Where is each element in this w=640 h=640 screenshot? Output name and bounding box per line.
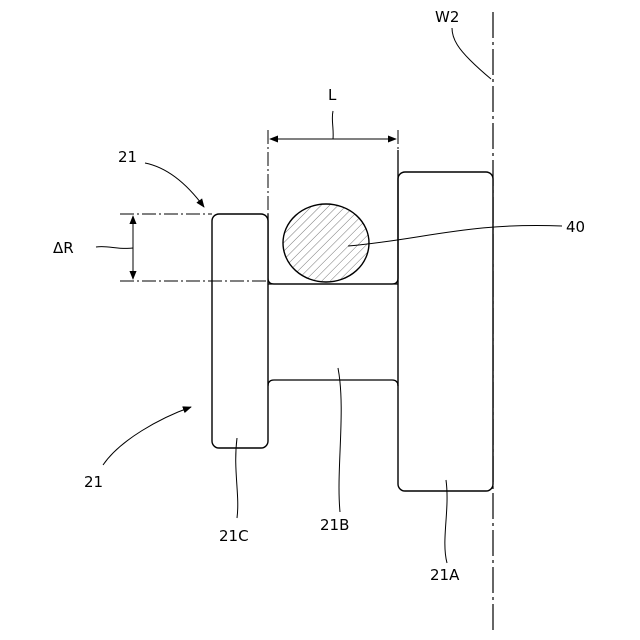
label-21C: 21C bbox=[219, 527, 249, 545]
part-21B-bottom-edge bbox=[268, 380, 398, 386]
ref-w2-leader bbox=[452, 28, 491, 79]
ref-21B-leader bbox=[338, 368, 341, 512]
label-40: 40 bbox=[566, 218, 585, 236]
label-L: L bbox=[328, 86, 337, 104]
dim-deltaR-leader bbox=[96, 247, 133, 249]
ref-21-left-arrow bbox=[103, 407, 191, 465]
label-21B: 21B bbox=[320, 516, 349, 534]
ball-40 bbox=[283, 204, 369, 282]
ref-21C-leader bbox=[236, 438, 238, 518]
label-21-left: 21 bbox=[84, 473, 103, 491]
label-w2: W2 bbox=[435, 8, 459, 26]
part-21C bbox=[212, 214, 268, 448]
label-21A: 21A bbox=[430, 566, 460, 584]
label-21-top: 21 bbox=[118, 148, 137, 166]
part-21A bbox=[398, 172, 493, 491]
ref-21A-leader bbox=[445, 480, 447, 563]
label-delta-r: ΔR bbox=[53, 239, 74, 257]
ref-21-top-arrow bbox=[145, 163, 204, 207]
dim-L-leader bbox=[332, 111, 333, 139]
